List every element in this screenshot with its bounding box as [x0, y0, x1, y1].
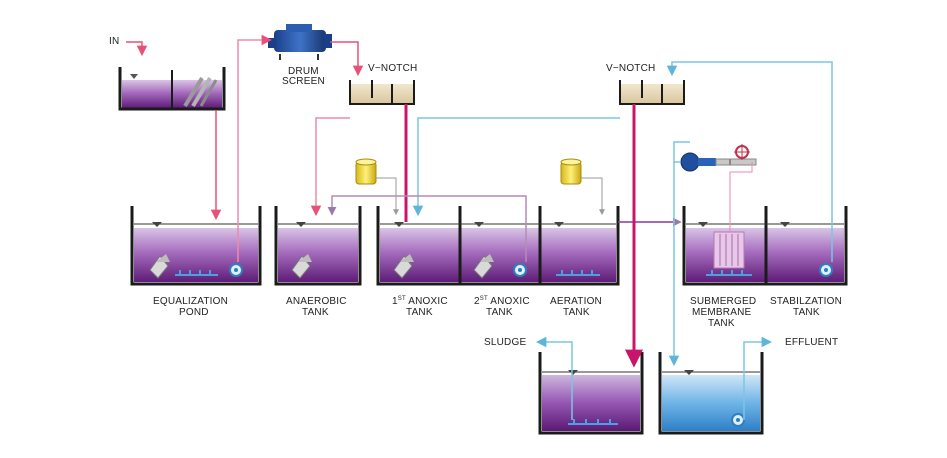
membrane-label-2: MEMBRANE [692, 307, 752, 318]
permeate-pump-icon [680, 152, 757, 172]
membrane-module-icon [713, 231, 745, 269]
equalization-label-2: POND [179, 307, 209, 318]
diffuser-icon [706, 270, 752, 276]
v-notch-channel-left [349, 80, 415, 105]
anaerobic-label: ANAEROBIC [286, 296, 347, 307]
drum-screen-label-2: SCREEN [282, 76, 325, 87]
anoxic-1-label: 1ST ANOXIC [392, 296, 448, 307]
mixer-icon [393, 254, 414, 279]
mixer-icon [291, 254, 312, 279]
diffuser-icon [556, 270, 600, 276]
anoxic-aeration-basin [376, 206, 620, 286]
pump-icon [229, 263, 243, 277]
diffuser-icon [175, 270, 218, 276]
equalization-label: EQUALIZATION [153, 296, 228, 307]
valve-icon [734, 144, 750, 160]
mixer-icon [473, 254, 494, 279]
in-label: IN [109, 36, 119, 47]
effluent-label: EFFLUENT [785, 337, 838, 348]
anoxic-1-label-2: TANK [406, 307, 433, 318]
flow-arrow-icon [729, 162, 753, 232]
v-notch-left-label: V−NOTCH [368, 63, 417, 74]
sludge-label: SLUDGE [484, 337, 526, 348]
aeration-label-2: TANK [563, 307, 590, 318]
v-notch-right-label: V−NOTCH [606, 63, 655, 74]
anaerobic-tank [274, 206, 362, 286]
v-notch-channel-right [619, 80, 685, 105]
flow-arrow-icon [330, 41, 364, 77]
drum-screen-label: DRUM [288, 66, 319, 77]
pump-icon [513, 263, 527, 277]
stabilization-label: STABILZATION [770, 296, 842, 307]
flow-arrow-icon [535, 336, 573, 420]
chemical-drum-icon [560, 158, 582, 185]
stabilization-label-2: TANK [793, 307, 820, 318]
membrane-label-3: TANK [708, 318, 735, 329]
inlet-tank [118, 67, 226, 111]
flow-arrow-icon [126, 41, 148, 57]
flow-arrow-icon [743, 336, 773, 420]
pump-icon [731, 413, 745, 427]
equalization-pond [130, 206, 262, 286]
bar-screen-icon [183, 76, 218, 108]
flow-arrow-icon [581, 177, 605, 216]
anaerobic-label-2: TANK [302, 307, 329, 318]
anoxic-2-label: 2ST ANOXIC [474, 296, 530, 307]
flow-arrow-icon [412, 117, 620, 217]
pump-icon [819, 263, 833, 277]
level-sensor-icon [130, 74, 138, 79]
sludge-tank [538, 352, 644, 435]
membrane-stabilization-basin [682, 206, 848, 286]
chemical-drum-icon [355, 158, 377, 185]
flow-arrow-icon [237, 34, 273, 262]
diffuser-icon [568, 419, 618, 425]
flow-arrow-icon [327, 195, 527, 262]
flow-arrow-icon [673, 141, 690, 163]
anoxic-2-label-2: TANK [486, 307, 513, 318]
membrane-label: SUBMERGED [690, 296, 756, 307]
flow-arrow-icon [666, 61, 833, 262]
flow-arrow-icon [376, 177, 399, 216]
aeration-label: AERATION [550, 296, 602, 307]
effluent-tank [658, 352, 764, 435]
flow-arrow-icon [310, 117, 350, 217]
drum-screen-icon [268, 24, 332, 60]
mixer-icon [149, 254, 170, 279]
